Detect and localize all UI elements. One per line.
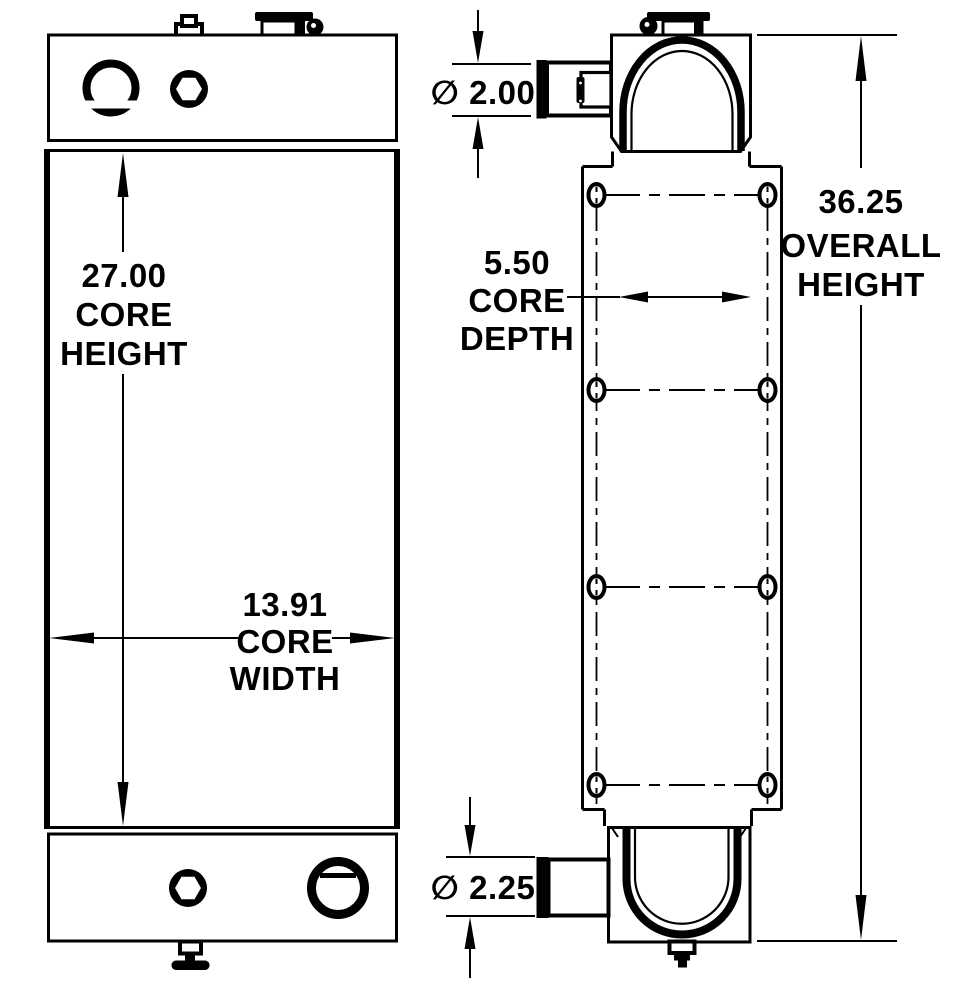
- side-top-tank: [610, 33, 752, 153]
- arrowhead-up: [472, 117, 484, 149]
- port-flange: [536, 857, 549, 918]
- top-port-diameter-text: ∅ 2.00: [431, 74, 536, 111]
- arrowhead-right: [350, 632, 395, 644]
- core-width-label2: WIDTH: [230, 660, 341, 697]
- front-bottom-hex-plug: [169, 869, 207, 907]
- arrowhead-down: [855, 895, 867, 940]
- cap-knob-highlight: [644, 22, 650, 27]
- arrowhead-left: [49, 632, 94, 644]
- side-drain-fitting: [667, 939, 697, 968]
- port-flange: [536, 60, 547, 119]
- overall-height-label1: OVERALL: [780, 227, 941, 264]
- core-depth-label2: DEPTH: [460, 320, 574, 357]
- overall-height-label2: HEIGHT: [797, 266, 925, 303]
- arrowhead-right: [722, 291, 751, 303]
- front-view: 27.00 CORE HEIGHT 13.91 CORE WIDTH: [44, 12, 400, 970]
- arrowhead-down: [464, 825, 476, 856]
- front-top-hex-plug: [170, 70, 208, 108]
- front-filler-neck-ring: [82, 59, 140, 117]
- front-core: [44, 149, 400, 829]
- core-height-label2: HEIGHT: [60, 335, 188, 372]
- front-drain-petcock: [171, 939, 210, 970]
- clamp-pin: [579, 81, 582, 85]
- bottom-port-diameter-text: ∅ 2.25: [431, 869, 536, 906]
- rivet-hole: [757, 574, 778, 600]
- clamp-pin: [579, 99, 582, 103]
- front-overflow-plug: [174, 14, 204, 38]
- side-top-dome: [619, 36, 745, 151]
- arrowhead-up: [464, 917, 476, 949]
- cap-knob-highlight: [311, 23, 316, 28]
- dim-core-width: 13.91 CORE WIDTH: [49, 586, 395, 697]
- cap-collar: [694, 21, 703, 35]
- arrowhead-up: [855, 36, 867, 81]
- core-depth-value: 5.50: [484, 244, 550, 281]
- side-bottom-port: [536, 857, 611, 918]
- port-clamp: [576, 77, 585, 103]
- arrowhead-down: [117, 782, 129, 826]
- arrowhead-down: [472, 31, 484, 63]
- rivet-hole: [586, 574, 607, 600]
- cap-lever: [647, 12, 710, 21]
- side-radiator-cap: [639, 12, 710, 37]
- dim-overall-height: 36.25 OVERALL HEIGHT: [757, 34, 941, 942]
- front-outlet-ring: [307, 857, 369, 919]
- plug-top: [180, 14, 198, 28]
- rivet-hole: [586, 772, 607, 798]
- core-width-value: 13.91: [242, 586, 327, 623]
- side-core-centerlines: [595, 194, 769, 804]
- tank-chamfer: [611, 827, 619, 838]
- dim-bottom-port-diameter: ∅ 2.25: [431, 797, 536, 978]
- rivet-hole: [586, 377, 607, 403]
- port-tube: [546, 857, 611, 918]
- side-core-outline: [581, 165, 783, 826]
- side-view: ∅ 2.00 ∅ 2.25 5.50 CORE DEPTH: [431, 10, 941, 978]
- core-height-value: 27.00: [81, 257, 166, 294]
- dim-core-depth: 5.50 CORE DEPTH: [460, 244, 751, 357]
- side-rivet-holes: [586, 182, 778, 798]
- rivet-hole: [757, 772, 778, 798]
- core-depth-label1: CORE: [468, 282, 565, 319]
- arrowhead-left: [619, 291, 648, 303]
- overall-height-value: 36.25: [818, 183, 903, 220]
- port-inner-detail: [579, 70, 613, 109]
- rivet-hole: [757, 377, 778, 403]
- side-top-port: [536, 60, 613, 119]
- side-bottom-dome: [622, 829, 742, 939]
- dim-core-height: 27.00 CORE HEIGHT: [60, 153, 188, 826]
- cap-neck: [260, 19, 298, 37]
- cap-lever: [255, 12, 313, 21]
- dim-top-port-diameter: ∅ 2.00: [431, 10, 536, 178]
- cap-collar: [296, 21, 305, 35]
- rivet-hole: [586, 182, 607, 208]
- core-width-label1: CORE: [236, 623, 333, 660]
- front-radiator-cap: [255, 12, 324, 37]
- core-height-label1: CORE: [75, 296, 172, 333]
- arrowhead-up: [117, 153, 129, 197]
- rivet-hole: [757, 182, 778, 208]
